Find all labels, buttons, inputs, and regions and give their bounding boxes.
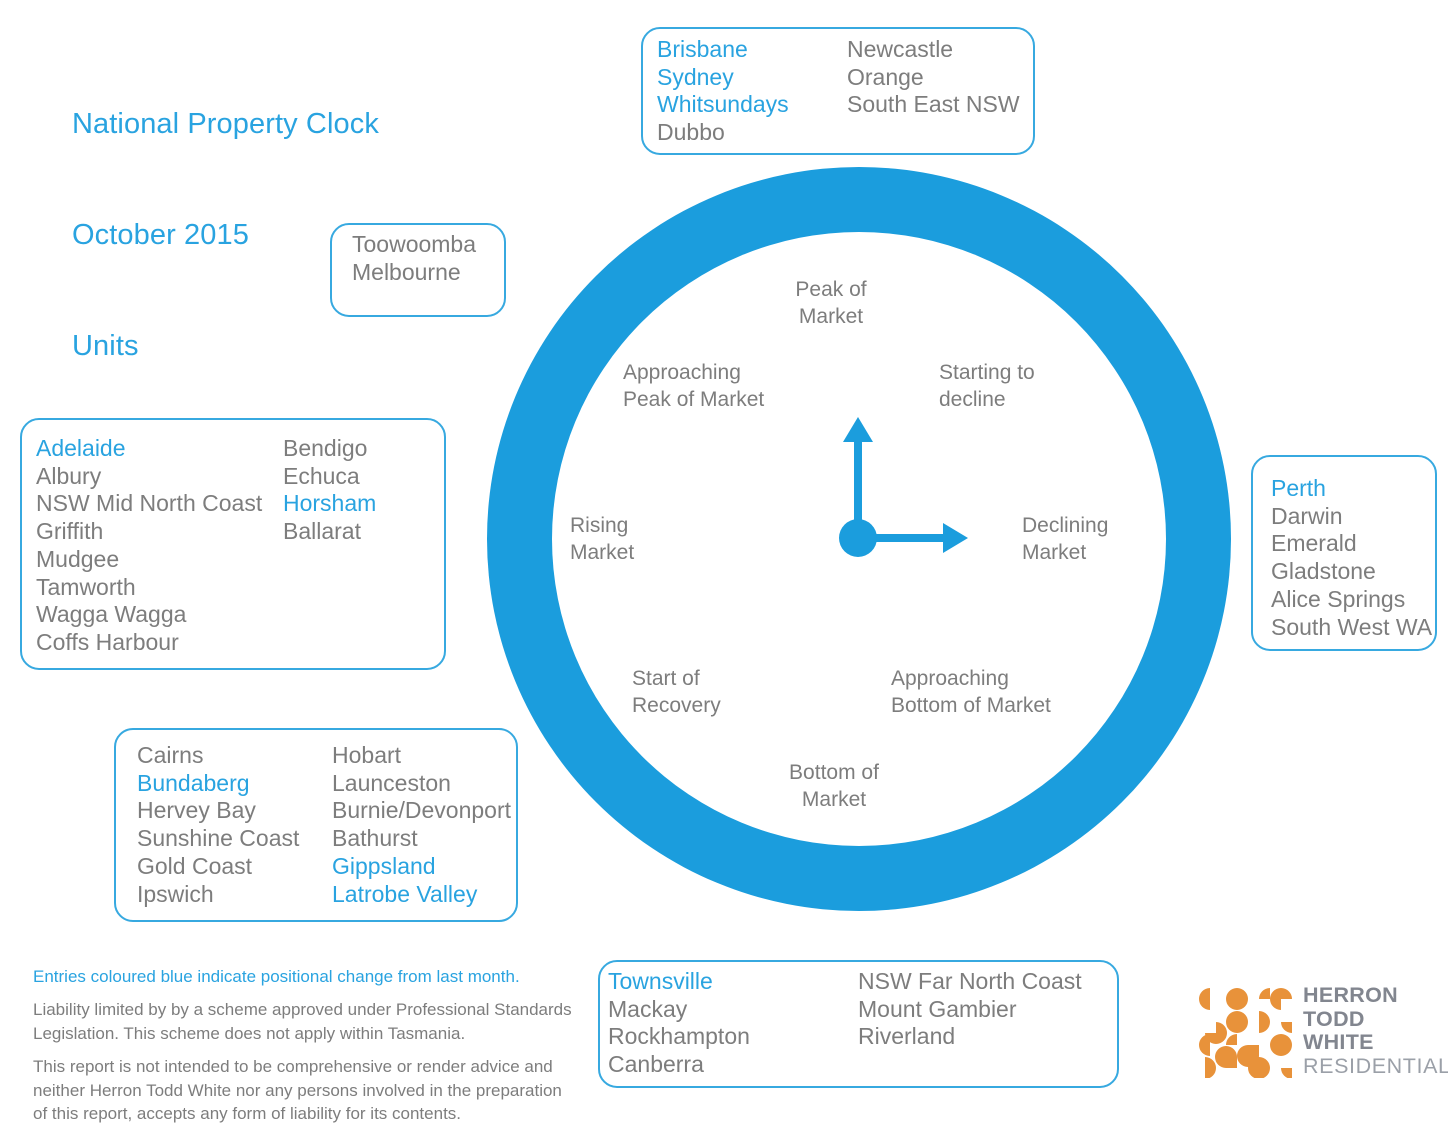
title-line-2: October 2015 [72,219,249,251]
region-entry: Albury [36,462,102,489]
region-entry: Rockhampton [608,1023,750,1050]
logo-line-todd: TODD [1303,1006,1365,1031]
region-entry: Burnie/Devonport [332,797,511,824]
region-entry: Darwin [1271,502,1343,529]
logo-line-residential: RESIDENTIAL [1303,1053,1448,1078]
logo-line-white: WHITE [1303,1030,1374,1054]
region-box-peak-of-market [641,27,1035,155]
region-box-start-of-recovery [114,728,518,922]
clock-label-rising-market: Rising Market [570,514,635,564]
page-title: National Property Clock October 2015 Uni… [72,32,379,439]
clock-label-starting-to-decline: Starting to decline [939,361,1035,411]
region-entry: Hobart [332,742,402,768]
property-clock-dial: Peak of Market Starting to decline Decli… [487,167,1231,911]
region-entry: Sydney [657,63,734,90]
region-entry: Riverland [858,1023,956,1050]
region-box-declining-market [1251,455,1437,651]
region-entry: Melbourne [352,258,461,285]
region-entry: Bundaberg [137,769,250,796]
region-entry: Alice Springs [1271,585,1406,612]
legend-note: Entries coloured blue indicate positiona… [33,967,520,986]
region-entry: Launceston [332,769,451,796]
region-box-rising-market [20,418,446,670]
region-entry: Whitsundays [657,91,789,118]
region-entry: NSW Far North Coast [858,968,1082,994]
region-entry: Mudgee [36,545,120,572]
region-entry: South East NSW [847,91,1020,118]
region-entry: Orange [847,63,924,90]
region-entry: Wagga Wagga [36,601,187,628]
liability-text: Liability limited by by a scheme approve… [33,1000,572,1043]
clock-label-approaching-peak-of-market: Approaching Peak of Market [623,361,765,411]
region-entry: Griffith [36,518,104,545]
region-entry: Latrobe Valley [332,880,478,907]
region-entry: Coffs Harbour [36,628,179,655]
clock-label-peak-of-market: Peak of Market [795,278,867,328]
clock-hands [839,417,968,557]
footer: Entries coloured blue indicate positiona… [33,965,578,1132]
region-entry: Townsville [608,968,713,994]
region-entry: Ballarat [283,518,361,545]
logo-line-herron: HERRON [1303,983,1398,1007]
region-entry: Gippsland [332,852,436,879]
region-entry: Emerald [1271,530,1357,557]
region-entry: Bendigo [283,435,368,461]
logo-wordmark: HERRON TODD WHITE RESIDENTIAL [1303,983,1448,1078]
region-entry: Cairns [137,742,204,768]
region-entry: Newcastle [847,36,954,62]
region-entry: Horsham [283,490,377,517]
clock-label-declining-market: Declining Market [1022,514,1109,564]
region-entry: Mackay [608,995,688,1022]
region-entry: Ipswich [137,880,214,907]
region-box-approaching-peak-of-market [330,223,506,317]
region-entry: Canberra [608,1051,704,1078]
region-entry: Tamworth [36,573,136,600]
region-entry: Gladstone [1271,558,1376,585]
title-line-1: National Property Clock [72,108,379,140]
herron-todd-white-logo: HERRON TODD WHITE RESIDENTIAL [1193,983,1448,1082]
region-entry: Echuca [283,462,360,489]
disclaimer-text: This report is not intended to be compre… [33,1057,562,1123]
clock-label-approaching-bottom-of-market: Approaching Bottom of Market [891,667,1051,717]
region-entry: Sunshine Coast [137,825,300,852]
clock-label-start-of-recovery: Start of Recovery [632,667,721,717]
clock-label-bottom-of-market: Bottom of Market [789,761,879,811]
region-entry: Gold Coast [137,852,253,879]
region-box-bottom-of-market [598,960,1119,1088]
region-entry: Brisbane [657,36,748,62]
clock-center-hub [839,519,877,557]
region-entry: South West WA [1271,613,1433,640]
region-entry: Adelaide [36,435,126,461]
region-entry: Mount Gambier [858,995,1017,1022]
clock-hour-hand-right [858,523,968,553]
region-entry: Bathurst [332,825,418,852]
title-line-3: Units [72,330,139,362]
clock-minute-hand-up [843,417,873,541]
region-entry: Dubbo [657,119,725,146]
region-entry: Hervey Bay [137,797,256,824]
logo-dot-matrix-icon [1199,988,1292,1078]
region-entry: Perth [1271,475,1326,501]
region-entry: NSW Mid North Coast [36,490,263,517]
region-entry: Toowoomba [352,231,477,257]
